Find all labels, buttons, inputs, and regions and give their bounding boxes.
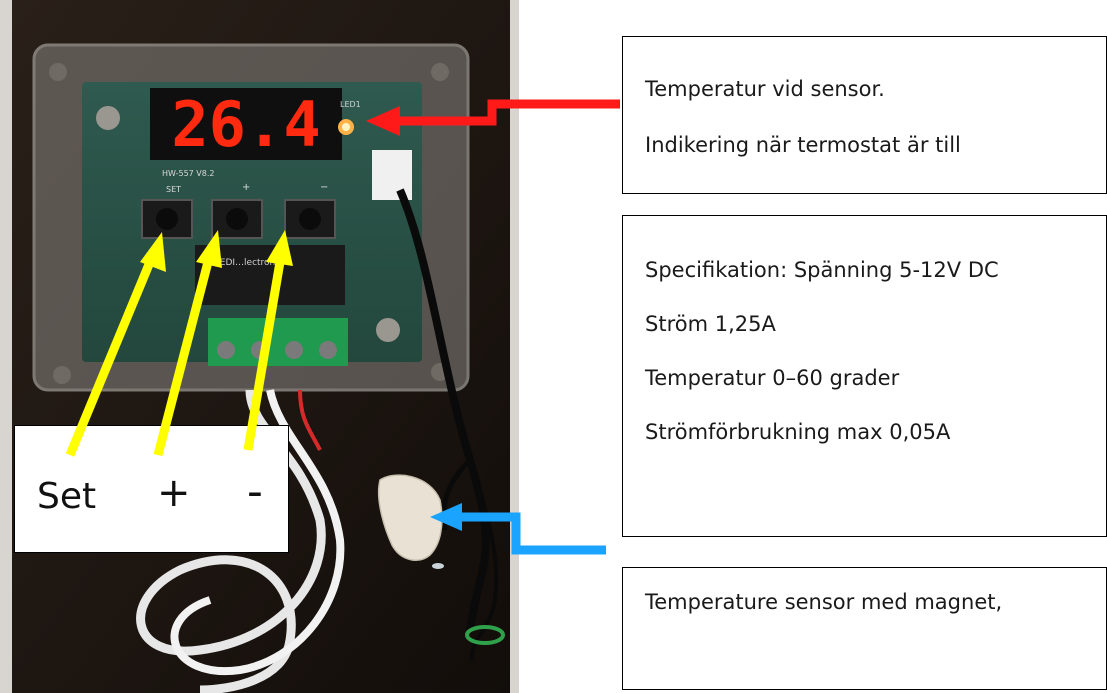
legend-minus: - bbox=[247, 466, 263, 517]
led-display bbox=[150, 88, 342, 160]
board-model: HW-557 V8.2 bbox=[162, 169, 215, 178]
callout-sensor: Temperature sensor med magnet, bbox=[622, 567, 1107, 690]
callout-display-line2: Indikering när termostat är till bbox=[645, 133, 961, 157]
display-reading: 26.4 bbox=[171, 88, 320, 161]
legend-plus: + bbox=[157, 470, 191, 516]
button-plus[interactable] bbox=[211, 199, 263, 239]
spec-temperature: Temperatur 0–60 grader bbox=[645, 366, 900, 390]
relay bbox=[195, 245, 345, 305]
callout-specification: Specifikation: Spänning 5-12V DC Ström 1… bbox=[622, 215, 1107, 537]
board-plus-label: + bbox=[242, 182, 250, 193]
board-minus-label: − bbox=[320, 182, 328, 193]
sensor-connector bbox=[372, 150, 412, 200]
sensor-probe bbox=[377, 474, 443, 561]
board-set-label: SET bbox=[166, 185, 181, 194]
thermostat-photo: 26.4 LED1 HW-557 V8.2 SET + − MEDI…lectr… bbox=[0, 0, 519, 693]
callout-display: Temperatur vid sensor. Indikering när te… bbox=[622, 36, 1107, 194]
led-label: LED1 bbox=[340, 100, 361, 109]
spec-consumption: Strömförbrukning max 0,05A bbox=[645, 420, 951, 444]
button-set[interactable] bbox=[141, 199, 193, 239]
relay-brand: MEDI…lectronic bbox=[212, 258, 283, 268]
spec-voltage: Specifikation: Spänning 5-12V DC bbox=[645, 258, 999, 282]
spec-current: Ström 1,25A bbox=[645, 312, 776, 336]
button-legend: Set + - bbox=[14, 425, 289, 553]
callout-display-line1: Temperatur vid sensor. bbox=[645, 77, 885, 101]
callout-sensor-line1: Temperature sensor med magnet, bbox=[645, 590, 1003, 614]
legend-set: Set bbox=[37, 476, 97, 517]
button-minus[interactable] bbox=[284, 199, 336, 239]
